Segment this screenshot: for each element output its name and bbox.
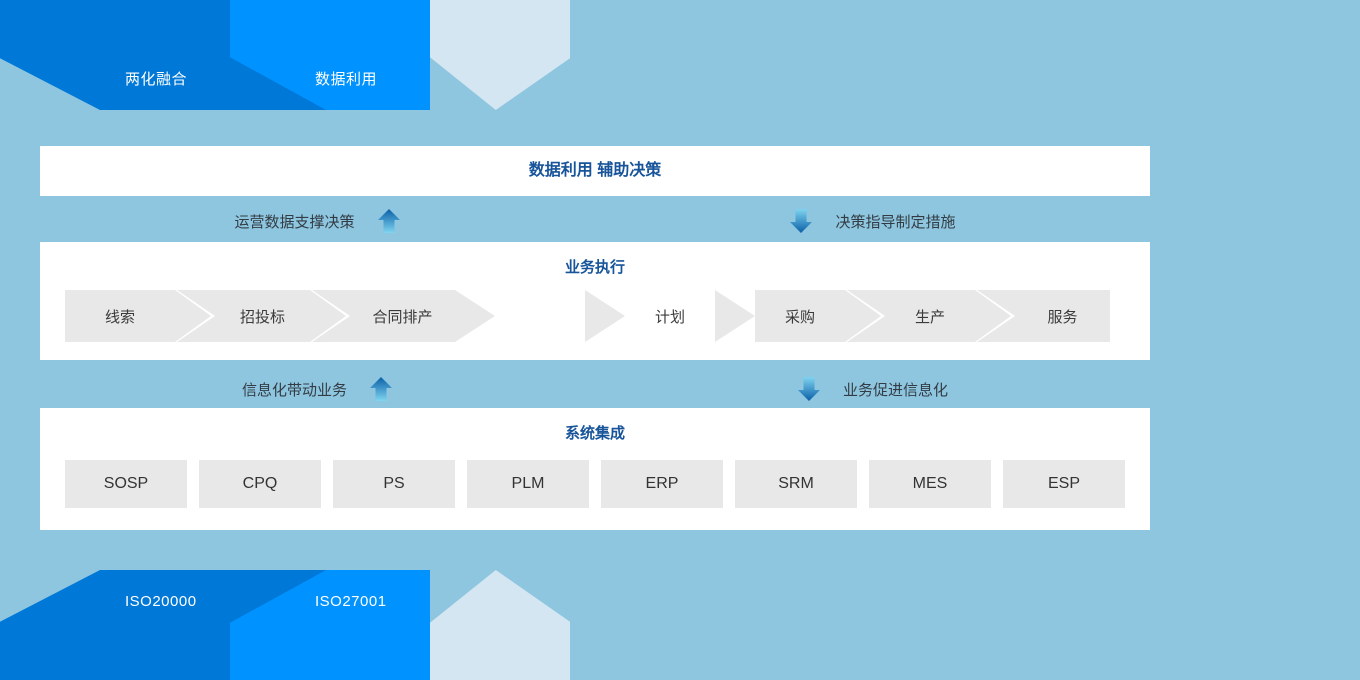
connector-row-informatization: 信息化带动业务	[40, 368, 1150, 410]
system-box-label: SOSP	[103, 475, 149, 492]
system-box-label: MES	[912, 475, 948, 492]
arrow-up-icon	[369, 376, 393, 402]
process-step-fuwu[interactable]: 服务	[1015, 290, 1110, 342]
system-box-label: CPQ	[242, 475, 278, 492]
system-box-sosp[interactable]: SOSP	[65, 460, 187, 508]
bottom-ribbon: ISO20000 ISO27001	[0, 570, 570, 680]
chevron-separator-icon	[715, 290, 755, 342]
arrow-up-icon	[377, 208, 401, 234]
chevron-tip-icon	[455, 290, 495, 342]
system-box-ps[interactable]: PS	[333, 460, 455, 508]
business-execution-heading: 业务执行	[564, 259, 625, 276]
process-step-label: 采购	[784, 308, 815, 326]
connector-right-label: 业务促进信息化	[842, 381, 948, 399]
bottom-ribbon-label-1: ISO20000	[125, 593, 197, 610]
arrow-down-icon	[789, 208, 813, 234]
system-box-label: SRM	[778, 475, 814, 492]
business-execution-panel: 业务执行 线索 招投标 合同排产 计划	[40, 242, 1150, 360]
system-integration-heading: 系统集成	[564, 425, 625, 442]
system-box-cpq[interactable]: CPQ	[199, 460, 321, 508]
system-box-label: PLM	[511, 475, 545, 492]
process-step-label: 招投标	[239, 308, 285, 326]
ribbon-shape-light	[430, 0, 570, 110]
system-box-erp[interactable]: ERP	[601, 460, 723, 508]
system-box-srm[interactable]: SRM	[735, 460, 857, 508]
process-step-hetongpaichan[interactable]: 合同排产	[350, 290, 455, 342]
system-box-plm[interactable]: PLM	[467, 460, 589, 508]
process-step-jihua[interactable]: 计划	[625, 290, 715, 342]
system-box-label: ERP	[645, 475, 679, 492]
system-box-label: PS	[383, 475, 405, 492]
connector-right-informatization: 业务促进信息化	[595, 376, 1150, 402]
top-ribbon: 两化融合 数据利用	[0, 0, 570, 110]
system-box-esp[interactable]: ESP	[1003, 460, 1125, 508]
process-step-shengchan[interactable]: 生产	[885, 290, 975, 342]
connector-left-informatization: 信息化带动业务	[40, 376, 595, 402]
page-title: 数据利用 辅助决策	[528, 162, 662, 179]
system-box-label: ESP	[1047, 475, 1080, 492]
ribbon-shape-light	[430, 570, 570, 680]
connector-right-label: 决策指导制定措施	[835, 213, 956, 231]
process-group-right: 计划 采购 生产 服务	[585, 290, 1110, 342]
process-chevron-row: 线索 招投标 合同排产 计划 采购	[40, 290, 1150, 342]
connector-row-decision: 运营数据支撑决策	[40, 200, 1150, 242]
connector-right-decision: 决策指导制定措施	[595, 208, 1150, 234]
bottom-ribbon-label-2: ISO27001	[315, 593, 387, 610]
system-box-mes[interactable]: MES	[869, 460, 991, 508]
chevron-lead-icon	[585, 290, 625, 342]
chevron-separator-icon	[975, 290, 1015, 342]
process-step-label: 合同排产	[372, 308, 433, 326]
connector-left-decision: 运营数据支撑决策	[40, 208, 595, 234]
title-panel: 数据利用 辅助决策	[40, 146, 1150, 196]
system-integration-panel: 系统集成 SOSP CPQ PS PLM ERP SRM MES ESP	[40, 408, 1150, 530]
process-step-label: 服务	[1047, 308, 1078, 326]
top-ribbon-label-1: 两化融合	[125, 71, 188, 88]
process-step-label: 生产	[914, 308, 945, 326]
top-ribbon-label-2: 数据利用	[315, 71, 378, 88]
process-step-label: 计划	[654, 308, 685, 326]
process-step-zhaotoubiao[interactable]: 招投标	[215, 290, 310, 342]
connector-left-label: 运营数据支撑决策	[234, 213, 355, 231]
arrow-down-icon	[797, 376, 821, 402]
chevron-separator-icon	[175, 290, 215, 342]
system-box-row: SOSP CPQ PS PLM ERP SRM MES ESP	[65, 460, 1125, 508]
chevron-separator-icon	[310, 290, 350, 342]
process-step-label: 线索	[104, 308, 135, 326]
process-step-caigou[interactable]: 采购	[755, 290, 845, 342]
process-step-xiansuo[interactable]: 线索	[65, 290, 175, 342]
connector-left-label: 信息化带动业务	[241, 381, 347, 399]
process-group-left: 线索 招投标 合同排产	[65, 290, 495, 342]
chevron-separator-icon	[845, 290, 885, 342]
